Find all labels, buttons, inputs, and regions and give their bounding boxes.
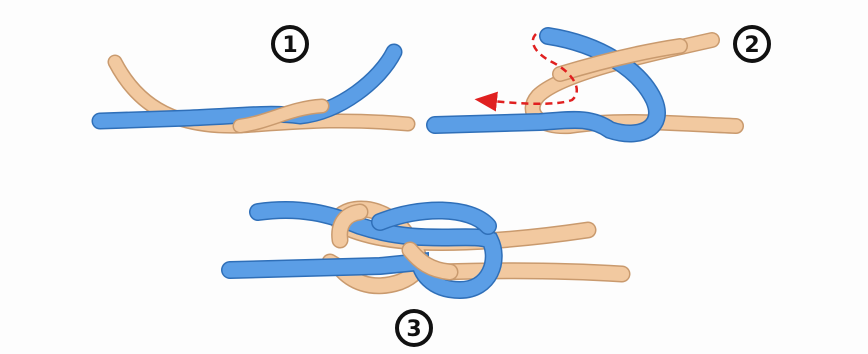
step-badge-2: 2 (735, 27, 769, 61)
step-badge-1: 1 (273, 27, 307, 61)
step-2-illustration (435, 34, 736, 133)
step-badge-3: 3 (397, 311, 431, 345)
step-number-2: 2 (744, 33, 759, 58)
step-3-illustration (230, 209, 622, 290)
step-number-1: 1 (282, 33, 297, 58)
step-number-3: 3 (406, 317, 421, 342)
step-1-illustration (100, 52, 408, 126)
blue-rope (100, 52, 394, 121)
